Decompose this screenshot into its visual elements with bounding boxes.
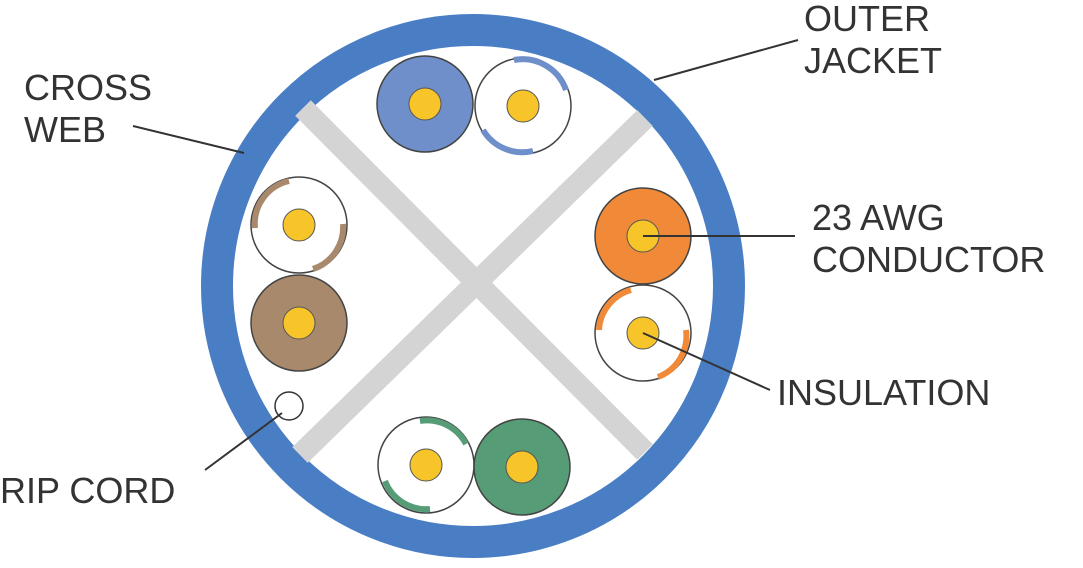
cross-web-bar-2 [292,110,653,463]
brown-white-wire-stripe [311,223,347,272]
rip-cord-leader-line [204,412,283,471]
outer-jacket-label-line-2: JACKET [804,40,943,81]
outer-jacket-leader-line [653,39,799,81]
conductor-label-line-1: 23 AWG [812,197,945,238]
blue-pair [376,55,572,156]
cross-web-leader-line [132,125,245,154]
blue-white-wire-conductor [506,89,540,123]
blue-white-wire-stripe [480,128,534,156]
cross-web-label-line-1: CROSS [24,67,153,108]
insulation-leader-line [642,332,771,391]
brown-white-wire-conductor [282,208,316,242]
cross-web [292,100,653,463]
orange-white-wire-stripe [656,329,690,380]
blue-wire-conductor [408,87,442,121]
green-white-wire-stripe [382,479,431,513]
rip-cord-label: RIP CORD [0,470,176,511]
blue-white-wire-stripe [513,56,569,92]
leader-lines [132,39,799,471]
outer-jacket-label-line-1: OUTER [804,0,930,39]
orange-white-wire-stripe [596,287,632,331]
brown-white-wire-stripe [251,178,290,229]
green-white-wire-stripe [419,417,469,446]
insulation-label: INSULATION [777,372,991,413]
conductor-label-line-2: CONDUCTOR [812,239,1046,280]
cross-web-label: CROSS WEB [24,67,152,151]
cross-web-label-line-2: WEB [24,109,107,150]
brown-pair [250,176,348,372]
green-wire-conductor [505,450,539,484]
conductor-label: 23 AWG CONDUCTOR [812,197,1045,281]
green-pair [377,416,571,516]
green-white-wire-conductor [409,448,443,482]
outer-jacket-label: OUTER JACKET [804,0,942,82]
brown-wire-conductor [282,306,316,340]
